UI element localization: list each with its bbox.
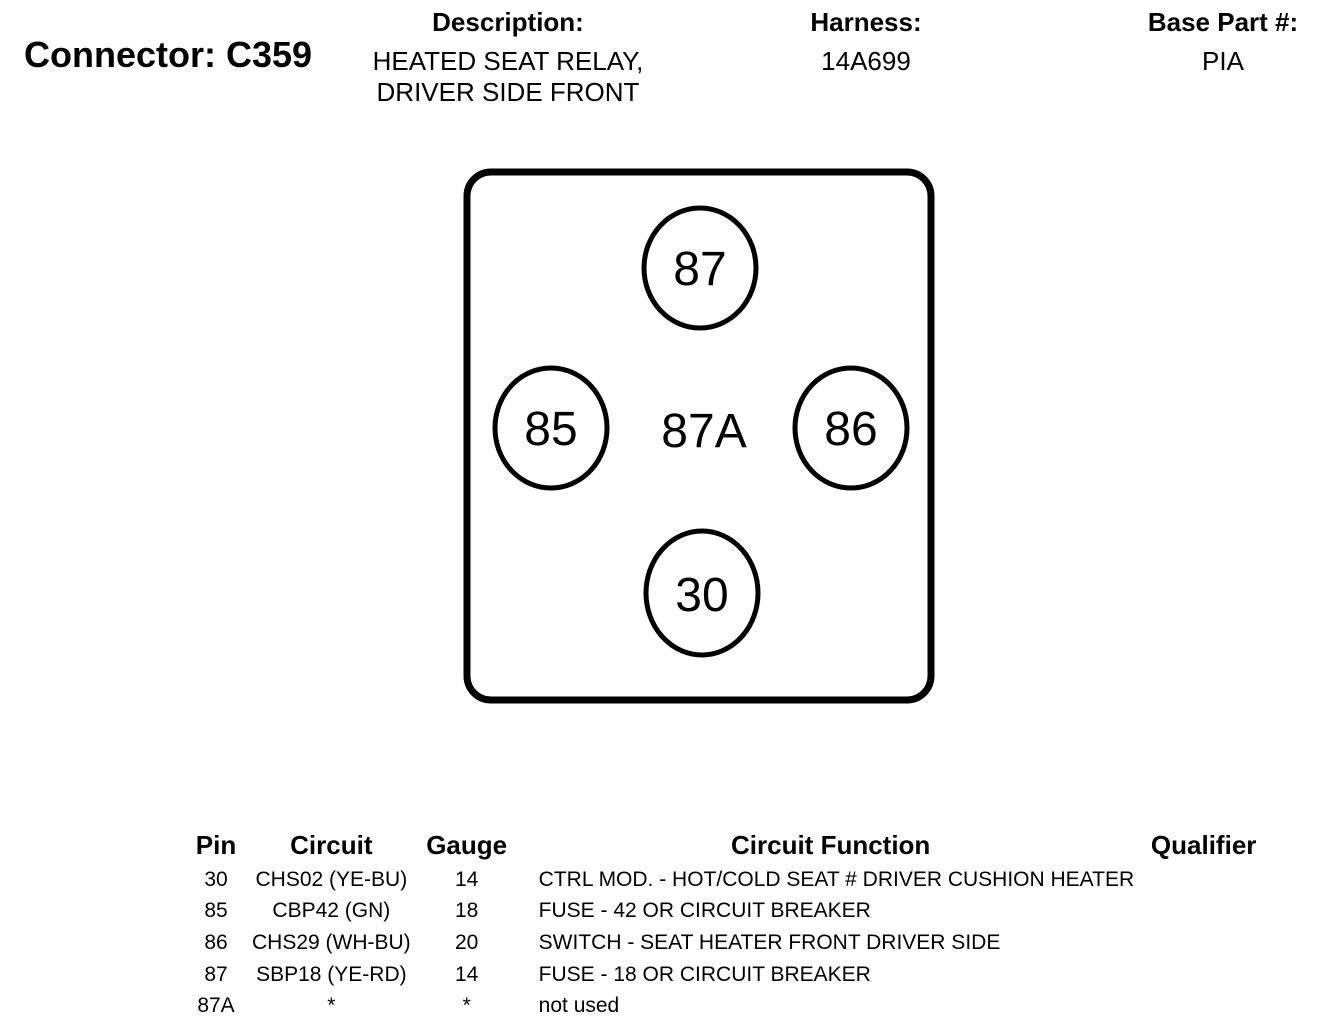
row-qualifier <box>1139 896 1269 928</box>
row-pin: 86 <box>204 930 228 954</box>
pin-86-circle <box>792 365 910 491</box>
row-circuit-function: FUSE - 42 OR CIRCUIT BREAKER <box>538 899 871 923</box>
row-pin: 87 <box>204 962 228 986</box>
row-qualifier <box>1139 990 1269 1022</box>
pin-30-circle <box>643 528 761 658</box>
pin-85-label: 85 <box>524 403 577 456</box>
row-circuit: CHS29 (WH-BU) <box>252 930 411 954</box>
table-row: 85 CBP42 (GN) 18 FUSE - 42 OR CIRCUIT BR… <box>180 896 1269 928</box>
row-circuit-function: not used <box>538 994 620 1018</box>
pin-87-circle <box>641 205 759 331</box>
row-pin: 85 <box>204 899 228 923</box>
header-circuit: Circuit <box>290 829 373 860</box>
row-circuit: * <box>327 994 336 1018</box>
pin-86-cavity: 86 <box>792 365 910 491</box>
table-row: 86 CHS29 (WH-BU) 20 SWITCH - SEAT HEATER… <box>180 927 1269 959</box>
pin-85-cavity: 85 <box>492 365 610 491</box>
header-circuit-function: Circuit Function <box>731 829 931 860</box>
description-line-2: DRIVER SIDE FRONT <box>376 77 640 107</box>
row-pin: 30 <box>204 867 228 891</box>
row-gauge: 20 <box>454 930 479 954</box>
row-qualifier <box>1139 927 1269 959</box>
header-qualifier: Qualifier <box>1150 829 1257 860</box>
row-qualifier <box>1139 959 1269 991</box>
table-row: 30 CHS02 (YE-BU) 14 CTRL MOD. - HOT/COLD… <box>180 864 1269 896</box>
row-gauge: 14 <box>454 867 479 891</box>
pin-table: Pin Circuit Gauge Circuit Function Quali… <box>180 826 1269 1022</box>
pin-87-label: 87 <box>673 243 726 296</box>
base-part-value: PIA <box>1202 46 1244 76</box>
row-circuit-function: SWITCH - SEAT HEATER FRONT DRIVER SIDE <box>538 930 1001 954</box>
pin-87a-label: 87A <box>661 405 746 458</box>
row-circuit: SBP18 (YE-RD) <box>256 962 407 986</box>
connector-title: Connector: C359 <box>24 34 313 75</box>
header-gauge: Gauge <box>426 829 508 860</box>
row-gauge: * <box>462 994 471 1018</box>
pin-85-circle <box>492 365 610 491</box>
harness-value: 14A699 <box>821 46 911 76</box>
description-value: HEATED SEAT RELAY, DRIVER SIDE FRONT <box>348 46 668 108</box>
harness-label: Harness: <box>810 7 922 37</box>
pin-86-label: 86 <box>824 403 877 456</box>
row-circuit-function: CTRL MOD. - HOT/COLD SEAT # DRIVER CUSHI… <box>538 867 1135 891</box>
table-row: 87 SBP18 (YE-RD) 14 FUSE - 18 OR CIRCUIT… <box>180 959 1269 991</box>
row-circuit-function: FUSE - 18 OR CIRCUIT BREAKER <box>538 962 871 986</box>
description-label: Description: <box>432 7 584 37</box>
row-qualifier <box>1139 864 1269 896</box>
base-part-label: Base Part #: <box>1147 7 1299 37</box>
header-pin: Pin <box>195 829 237 860</box>
connector-housing <box>463 168 935 704</box>
table-row: 87A * * not used <box>180 990 1269 1022</box>
connector-face-diagram: 87 85 87A 86 30 <box>463 168 935 704</box>
row-gauge: 14 <box>454 962 479 986</box>
row-circuit: CBP42 (GN) <box>272 899 391 923</box>
pin-30-cavity: 30 <box>643 528 761 658</box>
row-pin: 87A <box>197 994 235 1018</box>
row-circuit: CHS02 (YE-BU) <box>255 867 408 891</box>
pin-30-label: 30 <box>675 569 728 622</box>
pin-table-header: Pin Circuit Gauge Circuit Function Quali… <box>180 826 1269 864</box>
row-gauge: 18 <box>454 899 479 923</box>
pin-87-cavity: 87 <box>641 205 759 331</box>
description-line-1: HEATED SEAT RELAY, <box>372 46 644 76</box>
